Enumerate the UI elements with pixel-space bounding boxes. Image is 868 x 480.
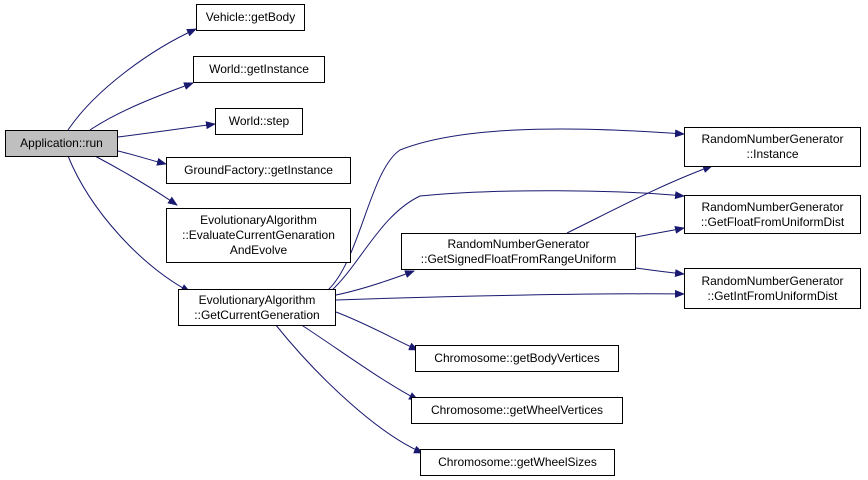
node-label: World::getInstance	[209, 62, 309, 76]
edge-getcurrent-to-rng-instance	[327, 128, 685, 291]
node-vehicle-getbody[interactable]: Vehicle::getBody	[196, 4, 305, 31]
edge-run-to-groundfactory	[117, 150, 167, 166]
edge-getcurrent-to-chromo-bodyvertices	[335, 311, 419, 351]
node-chromosome-get-wheel-vertices[interactable]: Chromosome::getWheelVertices	[411, 397, 623, 424]
edge-getsigned-to-rng-getfloat	[635, 225, 685, 238]
node-label-line-2: ::Instance	[746, 147, 799, 161]
edge-run-to-world-step	[117, 121, 216, 138]
edge-run-to-world-getinstance	[89, 82, 194, 131]
node-label-line-1: RandomNumberGenerator	[701, 199, 844, 214]
edge-run-to-vehicle-getbody	[67, 28, 197, 131]
node-label-line-1: RandomNumberGenerator	[447, 236, 590, 251]
node-application-run: Application::run	[5, 130, 118, 157]
node-label-line-2: ::GetIntFromUniformDist	[707, 288, 838, 303]
node-label-line-1: RandomNumberGenerator	[701, 273, 844, 288]
edge-getcurrent-to-rng-getint	[335, 289, 685, 301]
node-label-line-3: AndEvolve	[229, 243, 288, 257]
node-label: Vehicle::getBody	[205, 10, 296, 24]
edge-getcurrent-to-chromo-wheelsizes	[274, 323, 424, 454]
node-label-line-2: ::EvaluateCurrentGenaration	[182, 228, 335, 242]
node-label-line-1: EvolutionaryAlgorithm	[198, 292, 316, 307]
node-label: World::step	[228, 114, 290, 128]
edge-getcurrent-to-rng-getfloat	[329, 190, 685, 293]
edge-getcurrent-to-chromo-wheelvertices	[299, 323, 419, 401]
node-rng-get-int[interactable]: RandomNumberGenerator ::GetIntFromUnifor…	[684, 268, 861, 309]
node-label: Chromosome::getWheelSizes	[438, 455, 597, 469]
node-label-line-2: ::GetSignedFloatFromRangeUniform	[420, 251, 617, 266]
node-label-line-1: EvolutionaryAlgorithm	[200, 213, 317, 227]
node-chromosome-get-wheel-sizes[interactable]: Chromosome::getWheelSizes	[420, 449, 615, 476]
node-label: GroundFactory::getInstance	[184, 163, 333, 177]
node-label: Chromosome::getBodyVertices	[434, 351, 600, 365]
node-ea-get-current-generation[interactable]: EvolutionaryAlgorithm ::GetCurrentGenera…	[178, 289, 336, 326]
node-world-step[interactable]: World::step	[215, 108, 303, 135]
edge-run-to-ea-evaluate	[94, 155, 178, 206]
edge-getsigned-to-rng-instance	[566, 165, 713, 234]
node-label: Application::run	[20, 136, 103, 150]
node-world-getinstance[interactable]: World::getInstance	[193, 56, 325, 83]
edge-getcurrent-to-rng-getsigned	[335, 270, 415, 296]
node-label-line-2: ::GetFloatFromUniformDist	[700, 214, 845, 229]
node-groundfactory-getinstance[interactable]: GroundFactory::getInstance	[166, 157, 351, 184]
node-rng-get-signed-float[interactable]: RandomNumberGenerator ::GetSignedFloatFr…	[401, 233, 636, 270]
node-label-line-1: RandomNumberGenerator	[701, 132, 844, 146]
node-rng-get-float[interactable]: RandomNumberGenerator ::GetFloatFromUnif…	[684, 195, 861, 234]
edge-getsigned-to-rng-getint	[635, 267, 685, 278]
node-rng-instance[interactable]: RandomNumberGenerator ::Instance	[684, 127, 861, 167]
node-ea-evaluate-current-generation[interactable]: EvolutionaryAlgorithm ::EvaluateCurrentG…	[166, 208, 351, 263]
node-label: Chromosome::getWheelVertices	[430, 403, 604, 417]
edge-run-to-ea-getcurrent	[67, 155, 191, 293]
node-label-line-2: ::GetCurrentGeneration	[194, 307, 320, 322]
node-chromosome-get-body-vertices[interactable]: Chromosome::getBodyVertices	[415, 345, 619, 372]
